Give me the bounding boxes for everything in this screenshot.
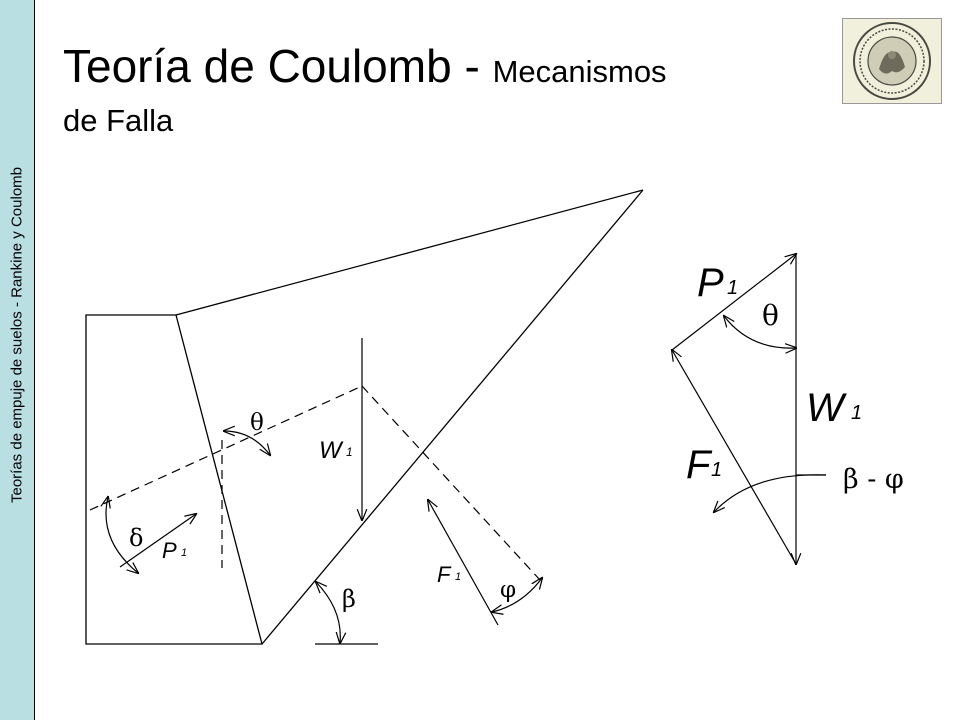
label-p1-right-sub: 1: [727, 277, 738, 299]
label-theta-right: θ: [762, 299, 779, 332]
failure-plane: [261, 189, 644, 645]
theta-arc-right: [724, 316, 796, 348]
label-f1-left-sub: 1: [455, 571, 461, 583]
label-theta-left: θ: [250, 410, 264, 436]
f1-arrow: [428, 500, 499, 626]
theta-arc-left: [224, 431, 270, 455]
f1-line-dashed: [361, 385, 541, 581]
f1-vector: [672, 350, 797, 565]
label-f1-left: F: [437, 562, 452, 587]
wall-and-wedge: [85, 189, 644, 645]
label-p1-left-sub: 1: [181, 547, 187, 559]
diagram-labels: θ W 1 δ P 1 β F 1 φ P 1 θ W 1 F 1 β - φ: [129, 261, 904, 613]
label-delta: δ: [129, 524, 143, 552]
label-p1-left: P: [162, 538, 177, 563]
label-p1-right: P: [697, 261, 724, 305]
title-main: Teoría de Coulomb: [63, 40, 452, 92]
delta-arc: [106, 497, 138, 573]
seal-icon: [853, 22, 931, 100]
label-w1-right: W: [806, 386, 847, 430]
label-f1-right-sub: 1: [711, 459, 722, 481]
label-beta: β: [342, 585, 356, 613]
backfill-surface: [175, 189, 644, 316]
retaining-wall: [85, 314, 263, 645]
p1-vector: [671, 254, 796, 351]
label-phi: φ: [500, 577, 516, 603]
page-title: Teoría de Coulomb - Mecanismos: [63, 40, 803, 98]
title-sub-2: de Falla: [63, 103, 174, 138]
beta-phi-arc: [714, 474, 827, 512]
label-w1-left-sub: 1: [346, 445, 353, 459]
p1-line-dashed: [89, 385, 363, 511]
label-beta-minus-phi: β - φ: [843, 464, 904, 495]
title-separator: -: [451, 40, 493, 92]
label-w1-left: W: [319, 437, 344, 464]
university-seal-logo: [842, 18, 942, 104]
title-sub-1: Mecanismos: [492, 54, 667, 89]
phi-arc: [492, 578, 542, 612]
beta-arc: [316, 582, 340, 643]
force-arrows-left: [106, 338, 542, 643]
dashed-construction: [89, 385, 541, 581]
sidebar: Teorías de empuje de suelos - Rankine y …: [0, 0, 35, 720]
label-w1-right-sub: 1: [851, 402, 862, 424]
label-f1-right: F: [686, 443, 713, 487]
force-triangle: [671, 254, 827, 565]
